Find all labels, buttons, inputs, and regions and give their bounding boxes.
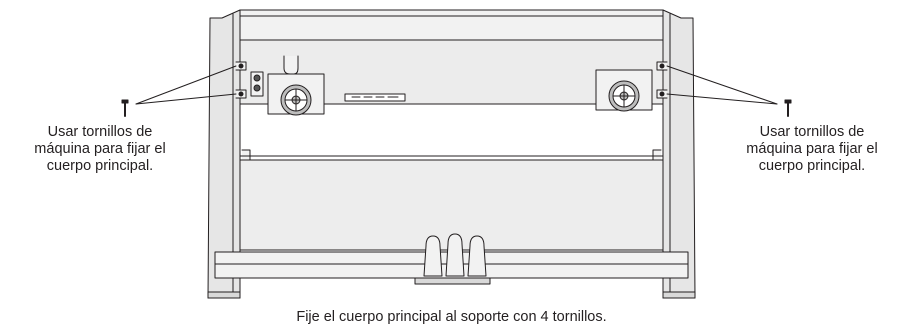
right-speaker-fan xyxy=(595,69,653,112)
left-speaker-fan xyxy=(267,73,325,116)
right-side-panel xyxy=(662,9,696,299)
callout-right-line-3: cuerpo principal. xyxy=(758,158,866,174)
left-side-panel xyxy=(207,9,241,299)
pedal-board xyxy=(214,159,689,285)
right-screw-icon xyxy=(784,99,792,117)
callout-right-line-2: máquina para fijar el xyxy=(746,141,878,157)
right-screw-leaders xyxy=(666,65,778,105)
callout-left-line-2: máquina para fijar el xyxy=(34,141,166,157)
cross-bar xyxy=(239,155,664,161)
left-screw-icon xyxy=(121,99,129,117)
figure-caption: Fije el cuerpo principal al soporte con … xyxy=(296,309,607,325)
pedals xyxy=(423,233,487,277)
callout-left-line-3: cuerpo principal. xyxy=(46,158,154,174)
callout-right-line-1: Usar tornillos de xyxy=(759,124,865,140)
right-screw-brackets xyxy=(652,61,668,161)
top-rail xyxy=(239,9,664,41)
callout-right: Usar tornillos de máquina para fijar el … xyxy=(722,124,902,175)
callout-left: Usar tornillos de máquina para fijar el … xyxy=(10,124,190,175)
callout-left-line-1: Usar tornillos de xyxy=(47,124,153,140)
left-screw-leaders xyxy=(135,65,237,105)
